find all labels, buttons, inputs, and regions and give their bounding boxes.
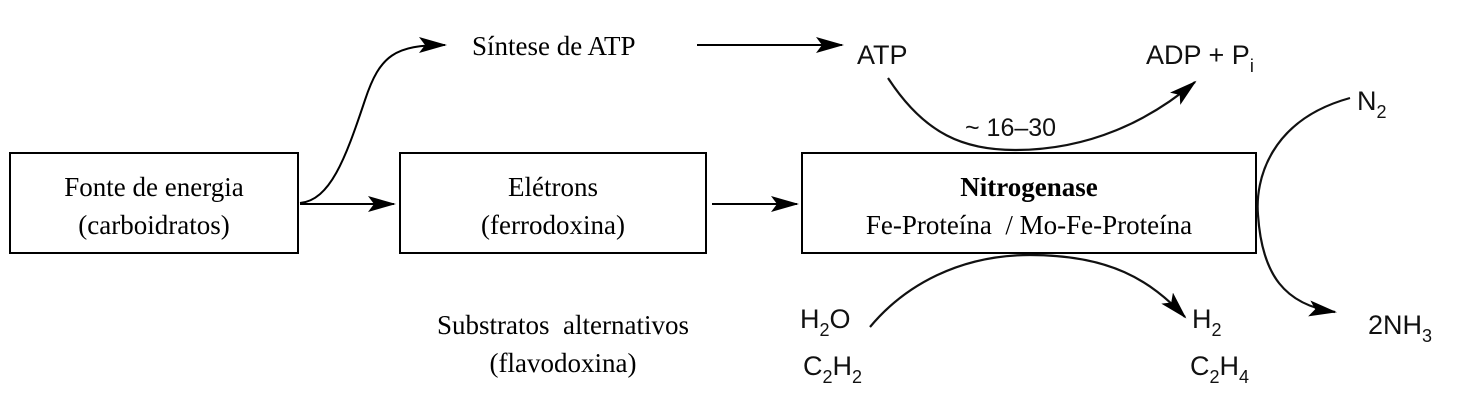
electrons-sublabel: (ferrodoxina) (481, 210, 625, 240)
energy-source-label: Fonte de energia (64, 172, 243, 202)
nh3-label: 2NH3 (1368, 310, 1432, 346)
energy-source-box (9, 152, 299, 254)
alt-substrates-label: Substratos alternativos (437, 310, 689, 340)
h2o-label: H2O (800, 304, 851, 340)
energy-source-sublabel: (carboidratos) (78, 210, 229, 240)
c2h4-label: C2H4 (1190, 351, 1249, 387)
electrons-box (399, 152, 707, 254)
adp-label: ADP + Pi (1146, 40, 1254, 76)
nitrogenase-title: Nitrogenase (960, 172, 1097, 202)
atp-label: ATP (857, 40, 908, 70)
atp-count-label: ~ 16–30 (965, 114, 1056, 142)
alt-substrates-sublabel: (flavodoxina) (490, 348, 637, 378)
arrow-n2-to-nh3 (1256, 96, 1351, 317)
arrow-atp-to-adp (887, 77, 1197, 152)
n2-label: N2 (1357, 86, 1387, 122)
nitrogenase-proteins: Fe-Proteína / Mo-Fe-Proteína (866, 210, 1192, 240)
arrow-energy-to-atp-synthesis (299, 37, 447, 204)
electrons-label: Elétrons (508, 172, 598, 202)
atp-synthesis-label: Síntese de ATP (472, 31, 636, 61)
nitrogenase-box (801, 152, 1257, 254)
arrow-alt-substrates-to-products (869, 253, 1187, 328)
h2-label: H2 (1192, 304, 1222, 340)
c2h2-label: C2H2 (803, 351, 862, 387)
